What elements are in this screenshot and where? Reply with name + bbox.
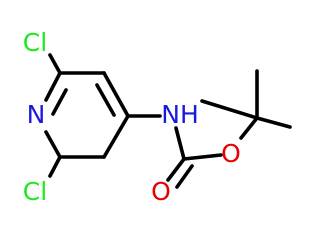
bond-c6-clbottom: [48, 155, 62, 178]
bond-cquaternary-methyl-left: [200, 99, 259, 120]
bond-nh-ccarbonyl: [174, 126, 186, 161]
structure-svg: Cl N Cl NH O O: [23, 28, 292, 206]
bond-n-c2-inner: [51, 88, 68, 116]
bond-c3-c4: [102, 71, 130, 118]
atom-label-cl-top: Cl: [23, 28, 47, 57]
atom-label-nh: NH: [161, 100, 199, 129]
molecule-structure-diagram: Cl N Cl NH O O: [22, 28, 292, 206]
atom-label-o-carbonyl: O: [151, 177, 171, 206]
bond-c3-c4-inner: [95, 83, 116, 117]
atom-label-n-ring: N: [27, 100, 46, 129]
bond-n-c2: [44, 71, 62, 102]
atom-label-cl-bottom: Cl: [23, 177, 47, 206]
bond-c6-n: [44, 130, 62, 159]
atom-label-o-ester: O: [221, 139, 241, 168]
bond-ccarbonyl-ocarbonyl-second: [175, 164, 194, 189]
bond-ccarbonyl-ocarbonyl: [166, 157, 186, 182]
bond-cquaternary-methyl-right: [255, 116, 292, 129]
bond-ccarbonyl-oester: [182, 153, 223, 161]
bond-c2-cltop: [48, 53, 62, 75]
bond-c4-c5: [102, 114, 130, 159]
bond-oester-cquaternary: [239, 116, 259, 140]
